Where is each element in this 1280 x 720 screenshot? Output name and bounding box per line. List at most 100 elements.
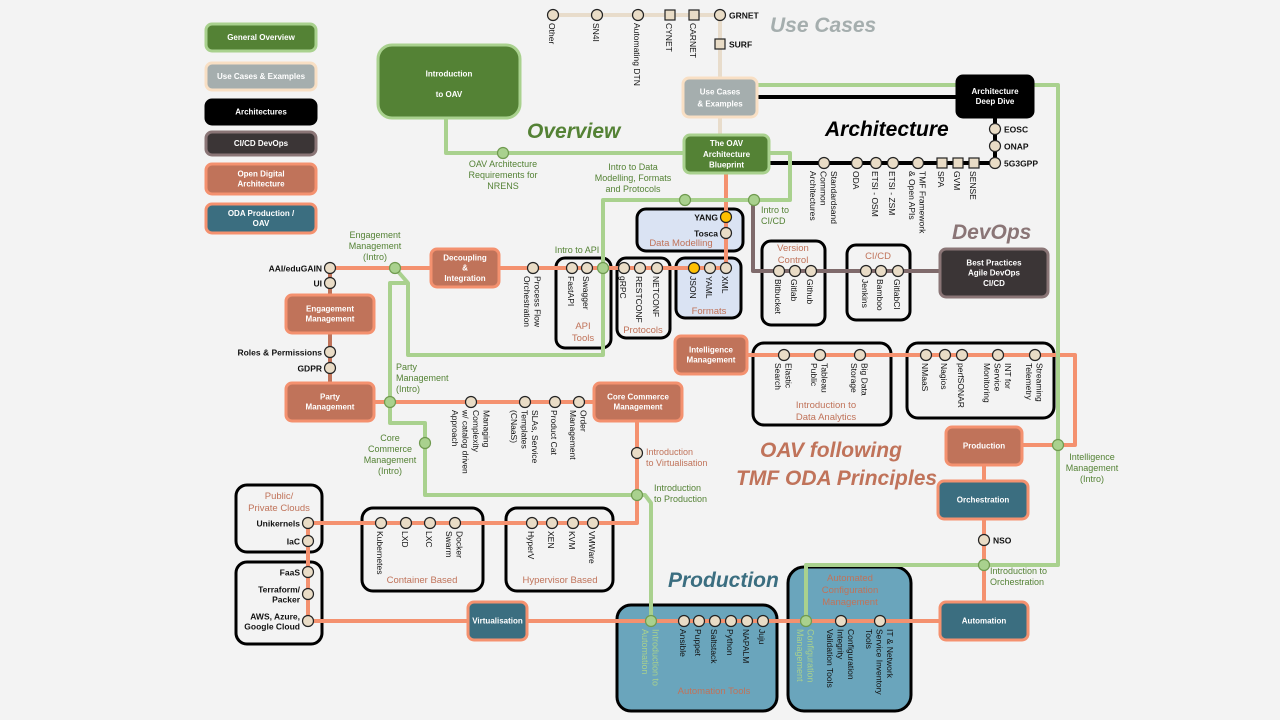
station-docker[interactable]: DockerSwarm [444, 516, 465, 559]
station-yang[interactable]: YANG [694, 210, 733, 224]
station-nmaas[interactable]: NMaaS [919, 348, 933, 392]
station-json[interactable]: JSON [687, 261, 701, 299]
station-xml[interactable]: XML [719, 261, 733, 294]
station-jenkins[interactable]: Jenkins [859, 264, 873, 308]
station-tosca[interactable]: Tosca [694, 226, 733, 240]
station-nso[interactable]: NSO [977, 533, 1012, 547]
station-process-flow[interactable]: Process FlowOrchestration [522, 261, 543, 328]
legend-architectures[interactable]: Architectures [204, 98, 318, 126]
station-bitbucket[interactable]: Bitbucket [772, 264, 786, 315]
station-gvm[interactable]: GVM [952, 157, 964, 190]
station-terraform[interactable]: Terraform/Packer [258, 585, 315, 605]
station-config-integrity[interactable]: ConfigurationIntegrityValidation Tools [825, 614, 856, 688]
station-ui[interactable]: UI [314, 276, 337, 290]
legend-production[interactable]: ODA Production /OAV [204, 202, 318, 235]
station-standards[interactable]: StandardsandCommonArchitectures [808, 156, 839, 225]
box-virtualisation[interactable]: Virtualisation [466, 600, 529, 642]
station-tmf[interactable]: TMF Framework& Open APIs [907, 156, 928, 235]
station-config-mgmt[interactable]: ConfigurationManagement [795, 614, 816, 683]
station-intro-auto[interactable]: Introduction toAutomation [640, 614, 661, 687]
station-faas[interactable]: FaaS [280, 565, 315, 579]
station-slas[interactable]: SLAs, ServiceTemplates(CNaaS) [509, 395, 540, 464]
station-bamboo[interactable]: Bamboo [874, 264, 888, 311]
station-streaming[interactable]: StreamingTelemetry [1024, 348, 1045, 403]
station-aws[interactable]: AWS, Azure,Google Cloud [244, 612, 315, 632]
station-gitlabci[interactable]: GitlabCI [891, 264, 905, 310]
station-roles[interactable]: Roles & Permissions [237, 345, 337, 359]
station-product-cat[interactable]: Product Cat [548, 395, 562, 456]
station-juju[interactable]: Juju [756, 614, 770, 645]
station-onap[interactable]: ONAP [988, 139, 1029, 153]
station-managing[interactable]: ManagingComplexityw/ catalog drivenAppro… [450, 395, 492, 475]
station-lxd[interactable]: LXD [399, 516, 413, 548]
station-carnet[interactable]: CARNET [688, 9, 700, 58]
station-automating-dtn[interactable]: Automating DTN [631, 8, 645, 86]
station-sn4i[interactable]: SN4I [590, 8, 604, 42]
station-saltstack[interactable]: Saltstack [708, 614, 722, 665]
station-lxc[interactable]: LXC [423, 516, 437, 548]
station-restconf[interactable]: RESTCONF [633, 261, 647, 323]
station-other[interactable]: Other [546, 8, 560, 45]
box-orchestration[interactable]: Orchestration [936, 479, 1030, 521]
box-decoupling[interactable]: Decoupling&Integration [429, 247, 501, 289]
station-grnet[interactable]: GRNET [713, 8, 760, 22]
box-production[interactable]: Production [944, 425, 1024, 467]
station-etsi-osm[interactable]: ETSI - OSM [869, 156, 883, 217]
station-nagios[interactable]: Nagios [938, 348, 952, 390]
station-iac[interactable]: IaC [287, 534, 315, 548]
station-xen[interactable]: XEN [545, 516, 559, 549]
station-unikernels[interactable]: Unikernels [257, 516, 315, 530]
legend-general-overview[interactable]: General Overview [204, 22, 318, 53]
station-python[interactable]: Python [724, 614, 738, 656]
station-kvm[interactable]: KVM [566, 516, 580, 550]
legend-cicd[interactable]: CI/CD DevOps [204, 130, 318, 157]
station-cynet[interactable]: CYNET [664, 9, 676, 52]
station-elastic[interactable]: ElasticSearch [773, 348, 794, 391]
station-oda[interactable]: ODA [850, 156, 864, 190]
station-intro-api[interactable]: Intro to API [555, 245, 610, 275]
box-automation[interactable]: Automation [938, 600, 1030, 642]
station-netconf[interactable]: NETCONF [650, 261, 664, 318]
station-napalm[interactable]: NAPALM [740, 614, 754, 664]
station-spa[interactable]: SPA [936, 157, 948, 188]
station-grpc[interactable]: gRPC [617, 261, 631, 299]
station-kubernetes[interactable]: Kubernetes [374, 516, 388, 575]
station-tableau[interactable]: TableauPublic [809, 348, 830, 394]
station-github[interactable]: Github [804, 264, 818, 305]
station-order[interactable]: OrderManagement [568, 395, 589, 461]
legend-use-cases[interactable]: Use Cases & Examples [204, 61, 318, 92]
station-swagger[interactable]: Swagger [580, 261, 594, 310]
station-ansible[interactable]: Ansible [677, 614, 691, 658]
station-vmware[interactable]: VMWare [586, 516, 600, 565]
station-gdpr[interactable]: GDPR [297, 361, 337, 375]
station-perfsonar[interactable]: perfSONAR [955, 348, 969, 408]
station-eosc[interactable]: EOSC [988, 122, 1029, 136]
station-fastapi[interactable]: FastAPI [565, 261, 579, 307]
station-gitlab[interactable]: Gitlab [788, 264, 802, 302]
station-yaml[interactable]: YAML [703, 261, 717, 299]
box-use-cases-box[interactable]: Use Cases& Examples [681, 76, 759, 119]
station-puppet[interactable]: Puppet [692, 614, 706, 657]
station-etsi-zsm[interactable]: ETSI - ZSM [886, 156, 900, 216]
station-g5g3gpp[interactable]: 5G3GPP [988, 156, 1039, 170]
station-hyperv[interactable]: HyperV [525, 516, 539, 560]
station-sense[interactable]: SENSE [968, 157, 980, 200]
station-bigdata[interactable]: Big DataStorage [849, 348, 870, 396]
station-aai[interactable]: AAI/eduGAIN [269, 261, 337, 275]
